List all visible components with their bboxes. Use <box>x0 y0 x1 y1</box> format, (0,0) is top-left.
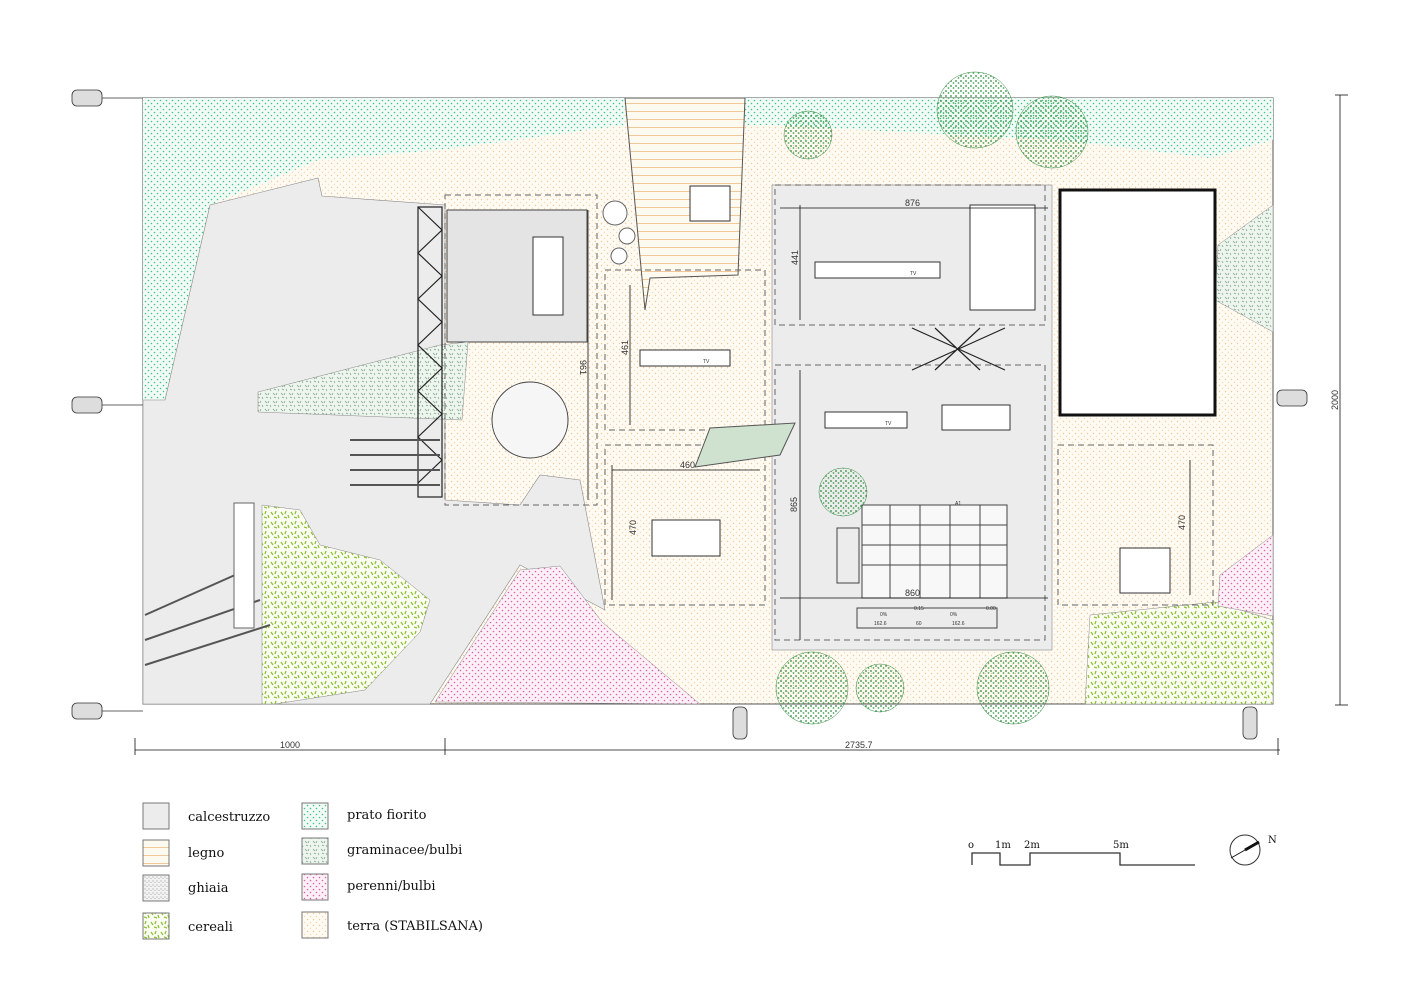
legend-swatch-earth <box>301 911 329 939</box>
bench-long <box>233 502 255 629</box>
legend-swatch-meadow <box>301 802 329 830</box>
dim-room3-depth: 470 <box>628 520 638 535</box>
dim-right-room-depth: 470 <box>1177 515 1187 530</box>
round-table <box>491 381 569 459</box>
legend-label: calcestruzzo <box>188 810 270 825</box>
lamp-icon <box>71 702 103 720</box>
round-stool <box>618 227 636 245</box>
lamp-icon <box>1242 706 1258 740</box>
lamp-icon <box>71 396 103 414</box>
dim-bottom-left: 1000 <box>280 740 300 750</box>
kitchen <box>969 204 1036 311</box>
scale-tick: 2m <box>1024 840 1040 851</box>
perennial-area-left <box>434 565 701 705</box>
scale-tick: 5m <box>1113 840 1129 851</box>
tv-label: TV <box>910 271 917 277</box>
scale-tick: o <box>968 840 974 851</box>
ramp-label: 162.6 <box>952 621 965 627</box>
legend-label: cereali <box>188 920 233 935</box>
tree-icon <box>783 110 833 160</box>
tree-icon <box>1015 95 1089 169</box>
scale-bar <box>971 852 1195 866</box>
truss-structure <box>417 206 1006 498</box>
north-label: N <box>1268 835 1277 846</box>
dim-central-depth: 865 <box>789 497 799 512</box>
tv-label: TV <box>703 359 710 365</box>
tree-icon <box>818 467 868 517</box>
lamp-icon <box>732 706 748 740</box>
legend-label: perenni/bulbi <box>347 879 436 894</box>
ramp-label: 162.6 <box>874 621 887 627</box>
dim-central-width: 860 <box>905 588 920 598</box>
building-right <box>1058 188 1217 417</box>
cereal-area-right <box>1084 601 1274 705</box>
tree-icon <box>855 663 905 713</box>
legend-label: prato fiorito <box>347 808 427 823</box>
legend-swatch-cereal <box>142 912 170 940</box>
ramp-label: 60 <box>916 621 922 627</box>
ramp-label: 0.00 <box>986 606 996 612</box>
legend-label: terra (STABILSANA) <box>347 919 483 934</box>
tree-icon <box>976 651 1050 725</box>
room-outlines <box>444 184 1214 641</box>
scale-tick: 1m <box>995 840 1011 851</box>
legend-label: legno <box>188 846 225 861</box>
dimension-lines <box>134 94 1348 755</box>
meadow-strip <box>745 98 1273 158</box>
pavilion-left <box>446 209 588 343</box>
table-pavilion <box>532 236 564 316</box>
ramp-label: 0% <box>950 612 958 618</box>
ramp-label: 0.15 <box>914 606 924 612</box>
sofa-2 <box>639 349 731 367</box>
dim-room1-width: 876 <box>905 198 920 208</box>
perennial-area-right <box>1217 534 1274 617</box>
round-stool <box>610 247 628 265</box>
dim-pavilion-depth: 961 <box>578 360 588 375</box>
ramp-label: 0% <box>880 612 888 618</box>
lamp-icon <box>1276 389 1308 407</box>
tree-icon <box>936 71 1014 149</box>
sofa-3 <box>824 411 908 429</box>
legend-swatch-grass <box>301 837 329 865</box>
sofa-1 <box>814 261 941 279</box>
glass-panel <box>694 422 796 468</box>
legend-swatch-concrete <box>142 802 170 830</box>
cereal-area-left <box>261 504 431 705</box>
tree-icon <box>775 651 849 725</box>
dim-room1-depth: 441 <box>790 250 800 265</box>
legend <box>142 802 329 940</box>
legend-swatch-gravel <box>142 874 170 902</box>
round-stool <box>602 200 628 226</box>
legend-label: ghiaia <box>188 881 229 896</box>
legend-label: graminacee/bulbi <box>347 843 462 858</box>
trees <box>775 71 1089 725</box>
pergola <box>836 504 1008 629</box>
north-arrow-icon <box>1229 834 1261 866</box>
legend-swatch-wood <box>142 839 170 867</box>
tv-label: TV <box>885 421 892 427</box>
dim-room2-depth: 461 <box>620 340 630 355</box>
sideboard <box>651 519 721 557</box>
shelf-right <box>1119 547 1171 594</box>
wood-deck <box>624 97 746 311</box>
street-lamps <box>71 89 1308 740</box>
dim-right-height: 2000 <box>1330 390 1340 410</box>
dim-bottom-total: 2735.7 <box>845 740 873 750</box>
legend-swatch-perennial <box>301 873 329 901</box>
level-label: A1 <box>955 501 961 507</box>
grass-area-left <box>257 341 469 421</box>
desk <box>941 404 1011 431</box>
dim-room3-width: 460 <box>680 460 695 470</box>
lamp-icon <box>71 89 103 107</box>
deck-skylight <box>689 185 731 222</box>
meadow-area <box>143 98 625 400</box>
